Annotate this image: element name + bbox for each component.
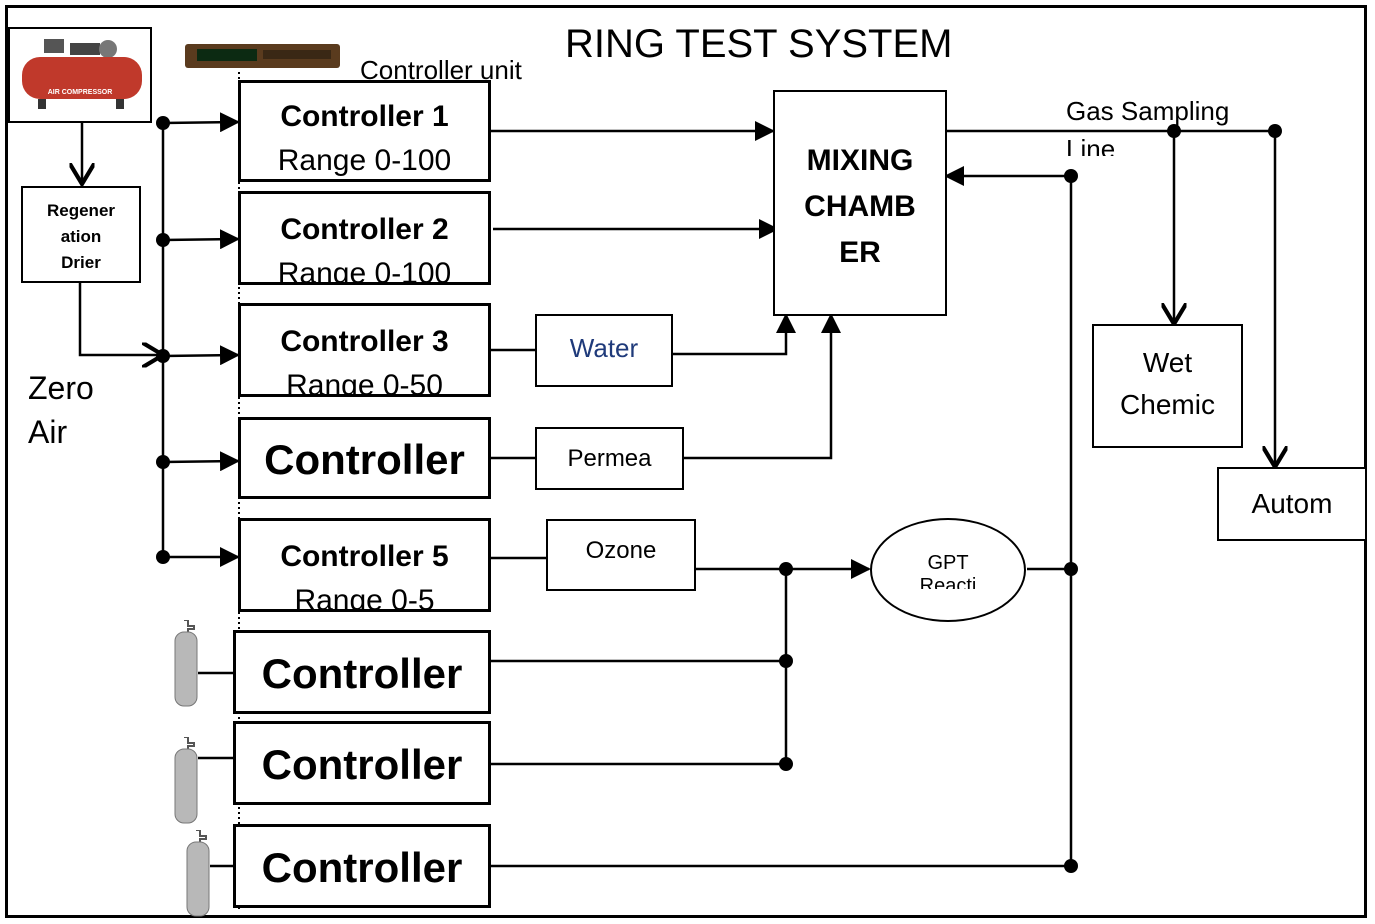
ozone-box: Ozone [546, 519, 696, 591]
controller-3-name: Controller 3 [280, 325, 449, 358]
controller-1-name: Controller 1 [280, 100, 449, 133]
controller-2-range: Range 0-100 [277, 257, 452, 285]
controller-3-range: Range 0-50 [286, 369, 443, 397]
drier-to-manifold-arrow [78, 282, 163, 355]
wet-chemical-box: Wet Chemic [1092, 324, 1243, 448]
automatic-analyzer-box: Autom [1217, 467, 1367, 541]
controller-1: Controller 1 Range 0-100 [238, 80, 491, 182]
controller-1-range: Range 0-100 [277, 144, 452, 177]
controller-7: Controller [233, 721, 491, 805]
air-compressor-icon [22, 39, 142, 109]
mixing-chamber-line-2: CHAMB [804, 190, 916, 223]
gas-sampling-line-label-2: Line [1066, 134, 1116, 156]
mixing-chamber-line-1: MIXING [806, 144, 914, 177]
controller-6: Controller [233, 630, 491, 714]
automatic-analyzer-label: Autom [1251, 488, 1333, 519]
controller-3: Controller 3 Range 0-50 [238, 303, 491, 397]
gpt-reactor-line-2: Reacti [919, 575, 977, 589]
controller-2: Controller 2 Range 0-100 [238, 191, 491, 285]
junction-dots [156, 116, 1282, 873]
gas-cylinder-icon [186, 830, 210, 917]
water-box: Water [535, 314, 673, 387]
mixing-chamber: MIXING CHAMB ER [773, 90, 947, 316]
controller-5-name: Controller 5 [280, 540, 449, 573]
wet-chemical-line-1: Wet [1142, 347, 1193, 378]
controller-5: Controller 5 Range 0-5 [238, 518, 491, 612]
gas-cylinder-icon [174, 737, 198, 824]
water-label: Water [569, 333, 639, 363]
regeneration-drier-box: Regener ation Drier [21, 186, 141, 283]
regeneration-drier-line-1: Regener [46, 201, 116, 220]
wet-chemical-line-2: Chemic [1120, 389, 1215, 420]
controller-2-name: Controller 2 [280, 213, 449, 246]
regeneration-drier-line-2: ation [60, 227, 102, 246]
zero-air-label-line-1: Zero [28, 370, 94, 406]
controller-5-range: Range 0-5 [294, 584, 435, 612]
gpt-reactor-line-1: GPT [927, 552, 969, 574]
controller-6-name: Controller [261, 650, 463, 697]
gas-sampling-line-label-1: Gas Sampling [1066, 96, 1230, 126]
zero-air-label-line-2: Air [28, 414, 68, 450]
diagram-frame [5, 5, 1367, 918]
permeation-label: Permea [567, 445, 652, 472]
controller-8-name: Controller [261, 844, 463, 891]
controller-4-name: Controller [264, 436, 465, 483]
mixing-chamber-line-3: ER [839, 236, 881, 269]
controller-4: Controller [238, 417, 491, 499]
controller-8: Controller [233, 824, 491, 908]
gas-cylinder-icon [174, 620, 198, 707]
air-compressor: AIR COMPRESSOR [8, 27, 152, 123]
ozone-label: Ozone [585, 537, 657, 564]
regeneration-drier-line-3: Drier [61, 253, 101, 272]
gpt-reactor: GPT Reacti [870, 518, 1026, 622]
air-compressor-label: AIR COMPRESSOR [47, 89, 113, 96]
diagram-title: RING TEST SYSTEM [565, 22, 953, 66]
permeation-box: Permea [535, 427, 684, 490]
controller-unit-device-icon [185, 44, 340, 68]
gas-sampling-line-label-2-wrap: Line [1066, 134, 1115, 156]
controller-7-name: Controller [261, 741, 463, 788]
